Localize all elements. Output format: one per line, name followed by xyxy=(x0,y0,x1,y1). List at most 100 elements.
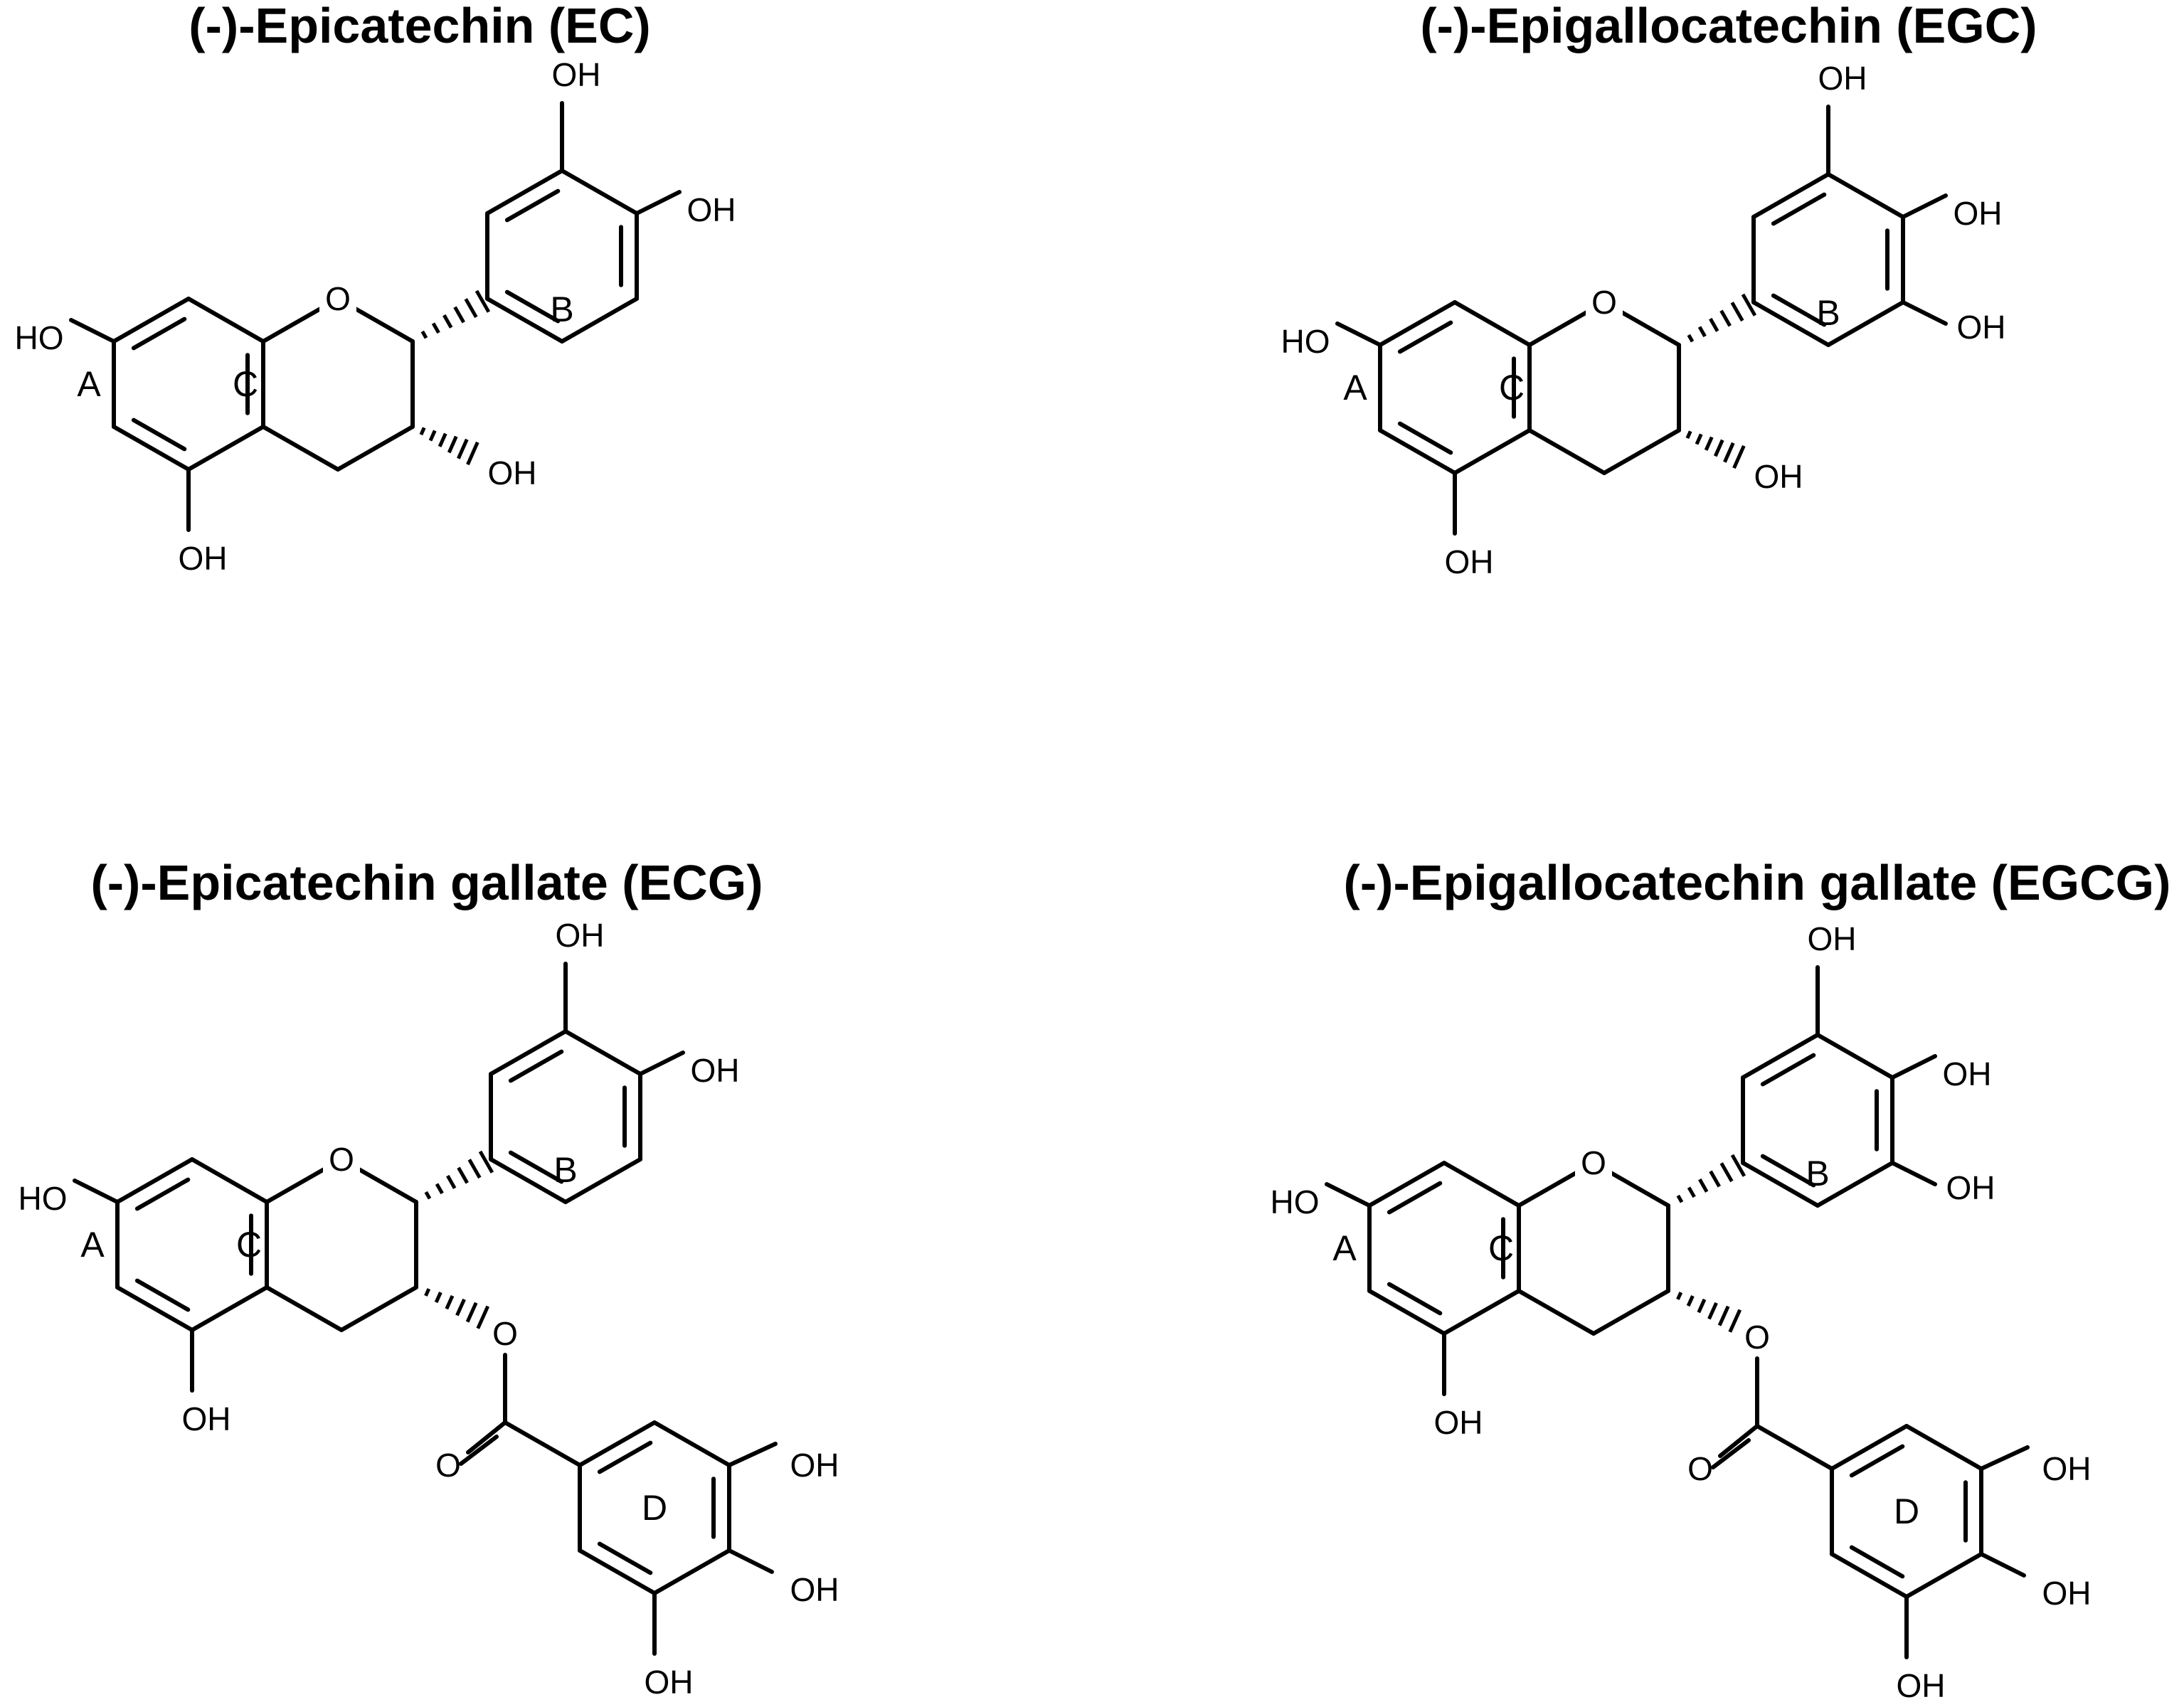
double-bond-inner xyxy=(1760,1053,1816,1087)
hash-stroke xyxy=(453,306,465,324)
c2-b1-hashed-bond xyxy=(424,1150,494,1200)
ring-oxygen-label: O xyxy=(325,280,351,317)
c3-ester-hashed-bond xyxy=(1676,1292,1742,1333)
molecule-title: (-)-Epigallocatechin (EGC) xyxy=(1420,0,2037,53)
hash-stroke xyxy=(424,1288,431,1297)
ring-label-d: D xyxy=(642,1488,667,1528)
ring-label-a: A xyxy=(77,364,101,404)
hash-stroke xyxy=(457,1166,469,1184)
hash-stroke xyxy=(445,1294,455,1310)
hash-stroke xyxy=(1707,1302,1718,1320)
hash-stroke xyxy=(1695,433,1703,445)
hash-stroke xyxy=(447,435,458,454)
ring-label-c: C xyxy=(233,364,258,404)
double-bond-inner xyxy=(508,1049,564,1083)
bond xyxy=(186,425,265,472)
molecule-2: (-)-Epicatechin gallate (ECG)OHOOHOHOHOO… xyxy=(18,855,839,1701)
ring-label-c: C xyxy=(1488,1228,1514,1268)
hash-stroke xyxy=(1697,326,1707,338)
hash-stroke xyxy=(420,330,428,339)
bond xyxy=(1591,1289,1670,1336)
ring-label-b: B xyxy=(550,289,573,329)
hash-stroke xyxy=(1687,1186,1696,1198)
hash-stroke xyxy=(1709,1170,1721,1188)
double-bond-inner xyxy=(131,317,187,351)
carbonyl-bond-inner xyxy=(459,1435,499,1466)
molecule-3: (-)-Epigallocatechin gallate (EGCG)OHOOH… xyxy=(1271,855,2171,1702)
label-background xyxy=(319,279,356,319)
bond xyxy=(1378,300,1457,347)
hash-stroke xyxy=(419,427,426,436)
hydroxyl-label-3: OH xyxy=(1754,458,1803,495)
hash-stroke xyxy=(466,441,479,466)
bond xyxy=(190,1157,269,1204)
double-bond-inner xyxy=(597,1541,653,1575)
bond xyxy=(563,1157,642,1204)
bond xyxy=(489,1029,568,1076)
bond xyxy=(1335,321,1382,347)
hash-stroke xyxy=(455,1298,466,1317)
bond xyxy=(578,1420,657,1467)
hash-stroke xyxy=(1723,442,1735,463)
hash-stroke xyxy=(442,314,453,329)
bond xyxy=(1979,1552,2026,1578)
bond xyxy=(1517,1289,1596,1336)
double-bond-inner xyxy=(1387,1282,1443,1316)
bond xyxy=(336,425,415,472)
c3-ester-hashed-bond xyxy=(424,1288,490,1329)
hydroxyl-label-5: OH xyxy=(1434,1404,1483,1441)
molecule-title: (-)-Epicatechin gallate (ECG) xyxy=(90,855,763,910)
hydroxyl-label-d3: OH xyxy=(2042,1450,2092,1487)
bond xyxy=(73,1179,120,1204)
double-bond-inner xyxy=(1849,1545,1905,1579)
hydroxyl-label-7: HO xyxy=(1281,323,1330,360)
hydroxyl-label-4prime: OH xyxy=(687,191,736,228)
bond xyxy=(265,1285,344,1332)
hydroxyl-label-3prime: OH xyxy=(1818,60,1867,97)
label-background xyxy=(323,1139,360,1179)
bond xyxy=(1901,193,1948,219)
hash-stroke xyxy=(1685,430,1692,440)
c3-oh-hashed-bond xyxy=(419,427,479,466)
hash-stroke xyxy=(1704,436,1714,451)
double-bond-inner xyxy=(134,1177,191,1211)
carbonyl-ring-d-bond xyxy=(503,1420,582,1467)
double-bond-inner xyxy=(1771,293,1827,327)
hash-stroke xyxy=(457,438,469,459)
bond xyxy=(112,297,191,344)
bond xyxy=(1751,172,1830,219)
double-bond-inner xyxy=(131,417,187,452)
bond xyxy=(1815,1033,1894,1080)
carbonyl-oxygen-label: O xyxy=(435,1447,461,1484)
double-bond-inner xyxy=(504,289,561,324)
ring-oxygen-label: O xyxy=(1581,1144,1606,1181)
bond xyxy=(563,1029,642,1076)
bond xyxy=(652,1548,731,1595)
hydroxyl-label-3: OH xyxy=(488,454,537,491)
hash-stroke xyxy=(1697,1298,1707,1314)
ring-oxygen-label: O xyxy=(329,1141,354,1178)
hydroxyl-label-4prime: OH xyxy=(1943,1055,1992,1092)
c2-b1-hashed-bond xyxy=(420,289,491,339)
bond xyxy=(727,1442,778,1467)
hash-stroke xyxy=(1719,309,1732,327)
bond xyxy=(1453,428,1532,475)
double-bond-inner xyxy=(1397,421,1453,455)
hydroxyl-label-5: OH xyxy=(1445,543,1494,580)
bond xyxy=(190,1285,269,1332)
double-bond-inner xyxy=(1387,1181,1443,1215)
hash-stroke xyxy=(465,1302,478,1323)
hash-stroke xyxy=(424,1191,432,1200)
bond xyxy=(638,1051,685,1076)
double-bond-inner xyxy=(1397,320,1453,354)
bond xyxy=(115,1285,194,1332)
ring-label-b: B xyxy=(553,1150,577,1190)
hash-stroke xyxy=(476,1305,490,1329)
bond xyxy=(1367,1289,1446,1336)
carbonyl-bond xyxy=(466,1420,507,1454)
hash-stroke xyxy=(1713,439,1724,457)
hash-stroke xyxy=(431,322,440,334)
molecule-title: (-)-Epicatechin (EC) xyxy=(189,0,650,53)
ring-label-a: A xyxy=(1332,1228,1357,1268)
bond xyxy=(560,297,639,344)
